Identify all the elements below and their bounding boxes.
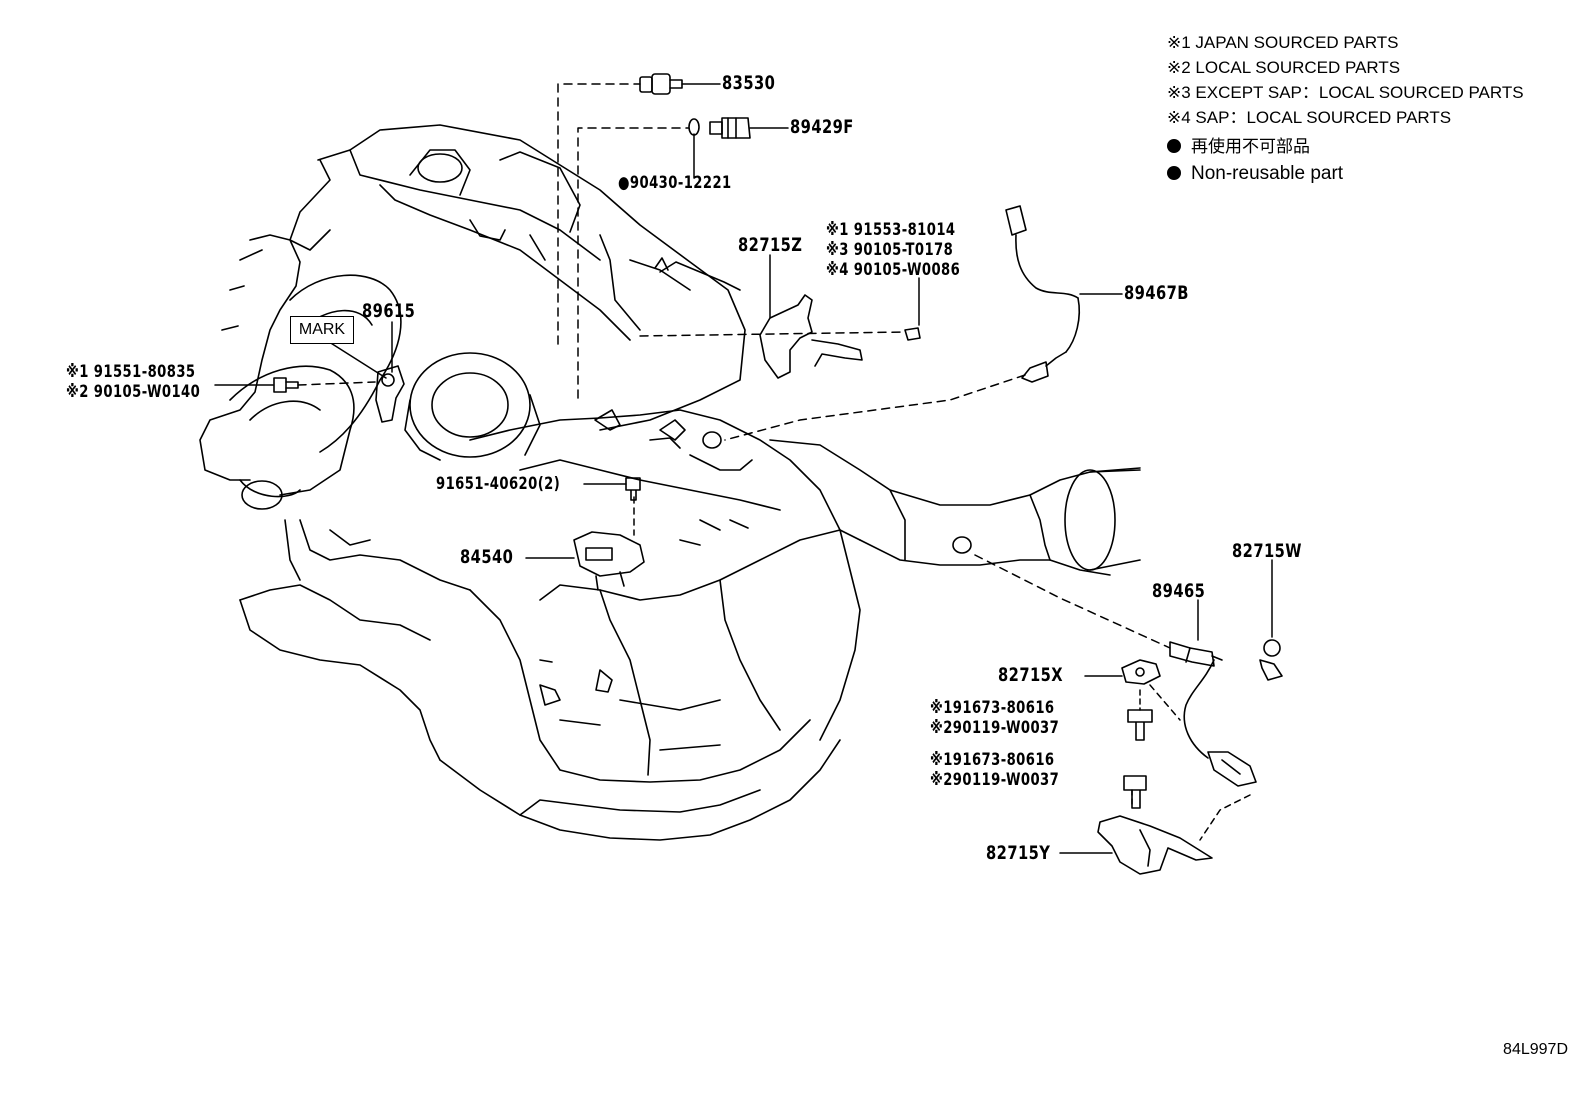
part-label-82715W[interactable]: 82715W — [1232, 540, 1302, 562]
part-label-89615[interactable]: 89615 — [362, 300, 416, 322]
legend-sap: ※4 SAP：LOCAL SOURCED PARTS — [1167, 108, 1452, 127]
part-label-90430-12221[interactable]: ●90430-12221 — [618, 173, 732, 193]
part-label-82715Z[interactable]: 82715Z — [738, 234, 803, 256]
clamp-82715W-part — [1259, 639, 1283, 681]
oxygen-sensor-89465-part — [1169, 641, 1257, 787]
legend-local-sourced: ※2 LOCAL SOURCED PARTS — [1167, 58, 1401, 77]
part-label-89467B[interactable]: 89467B — [1124, 282, 1189, 304]
part-label-90105-T0178[interactable]: ※3 90105-T0178 — [826, 240, 954, 260]
part-label-90105-W0086[interactable]: ※4 90105-W0086 — [826, 260, 961, 280]
bullet-dot-icon — [1167, 166, 1181, 180]
part-label-89429F[interactable]: 89429F — [790, 116, 854, 138]
part-label-90105-W0140[interactable]: ※2 90105-W0140 — [66, 382, 201, 402]
part-label-91553-81014[interactable]: ※1 91553-81014 — [826, 220, 956, 240]
neutral-start-switch-part — [573, 477, 645, 591]
part-label-x-91673-80616[interactable]: ※191673-80616 — [930, 698, 1055, 718]
bracket-82715X-part — [1121, 659, 1161, 809]
part-label-84540[interactable]: 84540 — [460, 546, 514, 568]
part-label-89465[interactable]: 89465 — [1152, 580, 1206, 602]
part-label-x-90119-W0037[interactable]: ※290119-W0037 — [930, 718, 1060, 738]
part-label-91651-40620[interactable]: 91651-40620(2) — [436, 474, 561, 494]
bracket-82715Z-part — [759, 294, 921, 379]
part-label-y-90119-W0037[interactable]: ※290119-W0037 — [930, 770, 1060, 790]
figure-reference-code: 84L997D — [1503, 1041, 1568, 1058]
oil-pressure-switch-part — [639, 73, 683, 95]
knock-sensor-part — [273, 365, 405, 423]
part-label-82715X[interactable]: 82715X — [998, 664, 1064, 686]
legend-except-sap: ※3 EXCEPT SAP：LOCAL SOURCED PARTS — [1167, 83, 1524, 102]
air-fuel-sensor-89467B-part — [1005, 205, 1081, 383]
bracket-82715Y-part — [1097, 815, 1213, 875]
legend-non-reusable-en-text: Non-reusable part — [1191, 163, 1344, 184]
bullet-dot-icon — [1167, 139, 1181, 153]
coolant-temp-sensor-part — [688, 117, 751, 139]
legend-non-reusable-jp: 再使用不可部品 — [1167, 138, 1310, 155]
part-label-y-91673-80616[interactable]: ※191673-80616 — [930, 750, 1055, 770]
mark-callout: MARK — [290, 316, 354, 344]
part-label-83530[interactable]: 83530 — [722, 72, 776, 94]
legend-non-reusable-en: Non-reusable part — [1167, 164, 1343, 183]
leader-lines — [214, 83, 1273, 854]
legend-japan-sourced: ※1 JAPAN SOURCED PARTS — [1167, 33, 1399, 52]
part-label-82715Y[interactable]: 82715Y — [986, 842, 1051, 864]
legend-non-reusable-jp-text: 再使用不可部品 — [1191, 137, 1310, 156]
part-label-91551-80835[interactable]: ※1 91551-80835 — [66, 362, 196, 382]
